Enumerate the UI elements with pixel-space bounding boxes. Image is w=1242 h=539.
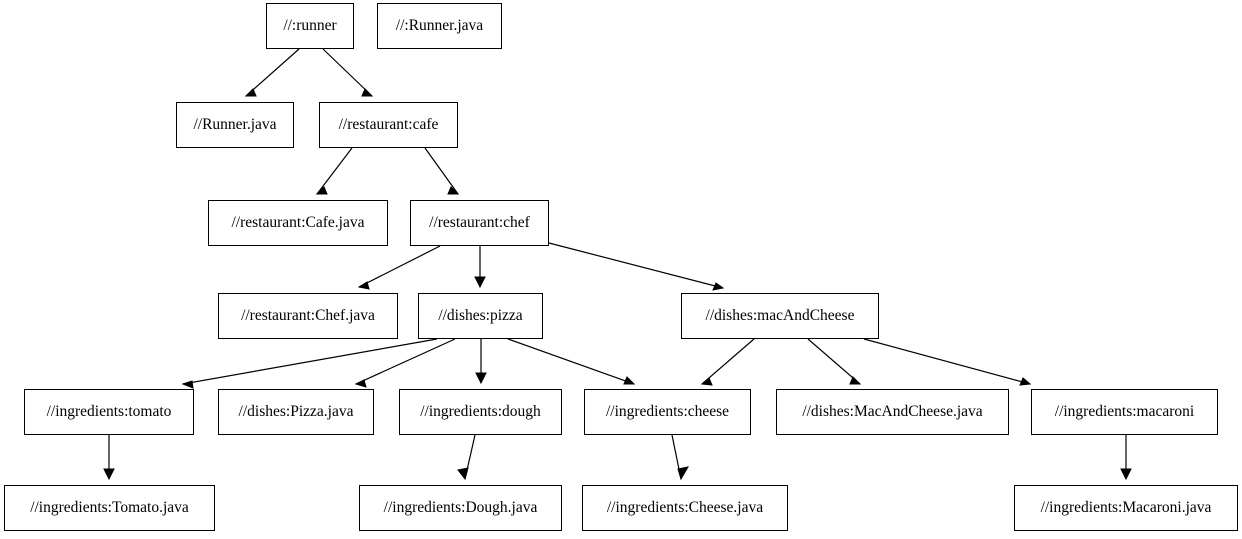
graph-node-mac_java[interactable]: //dishes:MacAndCheese.java xyxy=(776,389,1009,435)
graph-node-ing_cheese[interactable]: //ingredients:cheese xyxy=(584,389,751,435)
graph-node-label: //dishes:pizza xyxy=(438,307,523,325)
graph-node-dishes_mac[interactable]: //dishes:macAndCheese xyxy=(681,293,879,339)
graph-node-label: //restaurant:Cafe.java xyxy=(231,214,365,232)
graph-node-macaroni_java[interactable]: //ingredients:Macaroni.java xyxy=(1014,485,1238,531)
graph-node-label: //ingredients:Cheese.java xyxy=(606,499,764,517)
graph-node-label: //:Runner.java xyxy=(395,17,484,35)
graph-node-pizza_java[interactable]: //dishes:Pizza.java xyxy=(218,389,374,435)
graph-node-label: //ingredients:Macaroni.java xyxy=(1040,499,1212,517)
graph-node-label: //dishes:macAndCheese xyxy=(705,307,855,325)
graph-node-label: //ingredients:tomato xyxy=(46,403,172,421)
graph-node-label: //dishes:Pizza.java xyxy=(238,403,354,421)
graph-node-dishes_pizza[interactable]: //dishes:pizza xyxy=(418,293,543,339)
graph-node-cheese_java[interactable]: //ingredients:Cheese.java xyxy=(582,485,788,531)
graph-node-cafe_java[interactable]: //restaurant:Cafe.java xyxy=(208,200,388,246)
graph-node-ing_dough[interactable]: //ingredients:dough xyxy=(399,389,562,435)
graph-node-chef_java[interactable]: //restaurant:Chef.java xyxy=(218,293,398,339)
graph-node-restaurant_chef[interactable]: //restaurant:chef xyxy=(410,200,549,246)
graph-node-label: //ingredients:Dough.java xyxy=(383,499,538,517)
graph-node-label: //ingredients:cheese xyxy=(605,403,730,421)
graph-node-tomato_java[interactable]: //ingredients:Tomato.java xyxy=(4,485,215,531)
graph-node-ing_macaroni[interactable]: //ingredients:macaroni xyxy=(1031,389,1218,435)
graph-node-label: //ingredients:macaroni xyxy=(1054,403,1195,421)
graph-node-label: //ingredients:Tomato.java xyxy=(30,499,189,517)
graph-node-label: //restaurant:chef xyxy=(429,214,530,232)
graph-node-label: //:runner xyxy=(283,17,337,35)
graph-node-restaurant_cafe[interactable]: //restaurant:cafe xyxy=(319,102,458,148)
graph-node-runner[interactable]: //:runner xyxy=(266,3,354,49)
graph-node-label: //Runner.java xyxy=(193,116,277,134)
graph-node-runner_java_root[interactable]: //:Runner.java xyxy=(377,3,502,49)
graph-node-label: //restaurant:Chef.java xyxy=(241,307,375,325)
graph-node-label: //dishes:MacAndCheese.java xyxy=(802,403,983,421)
graph-node-label: //ingredients:dough xyxy=(420,403,541,421)
graph-node-label: //restaurant:cafe xyxy=(338,116,439,134)
graph-node-runner_java[interactable]: //Runner.java xyxy=(176,102,294,148)
graph-node-ing_tomato[interactable]: //ingredients:tomato xyxy=(24,389,194,435)
graph-node-dough_java[interactable]: //ingredients:Dough.java xyxy=(359,485,562,531)
